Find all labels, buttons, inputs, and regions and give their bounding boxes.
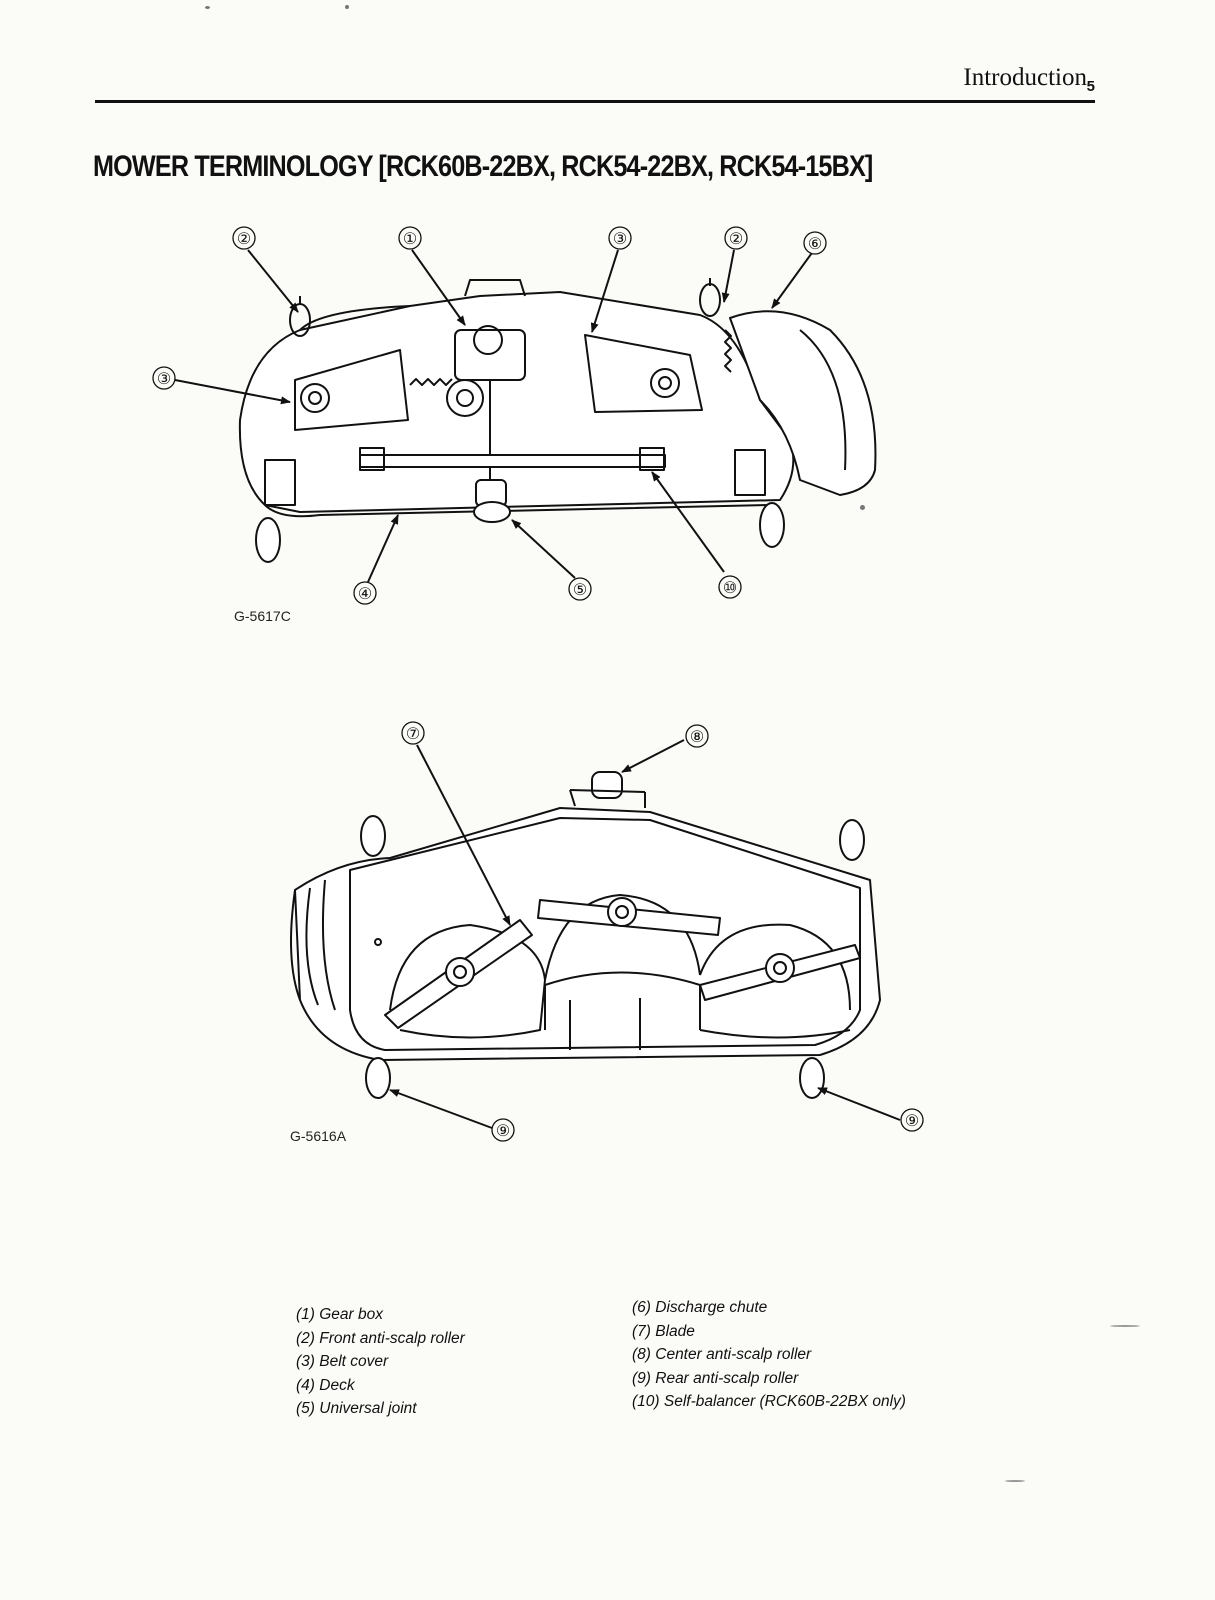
callout-8: ⑧ bbox=[690, 727, 704, 746]
callout-6: ⑥ bbox=[808, 234, 822, 253]
scan-speck bbox=[205, 6, 210, 9]
page-title: MOWER TERMINOLOGY [RCK60B-22BX, RCK54-22… bbox=[93, 150, 873, 183]
callout-3b: ③ bbox=[157, 369, 171, 388]
legend-item: (9) Rear anti-scalp roller bbox=[632, 1369, 799, 1387]
header-rule bbox=[95, 100, 1095, 103]
figure-id-bottom: G-5616A bbox=[290, 1128, 347, 1144]
legend-item: (10) Self-balancer (RCK60B-22BX only) bbox=[632, 1393, 906, 1410]
legend-item: (7) Blade bbox=[632, 1322, 695, 1340]
scan-speck bbox=[860, 505, 865, 510]
callout-7: ⑦ bbox=[406, 724, 420, 743]
legend-item: (5) Universal joint bbox=[296, 1400, 417, 1417]
legend-item: (8) Center anti-scalp roller bbox=[632, 1346, 812, 1363]
header-section-title: Introduction bbox=[963, 64, 1087, 91]
scan-speck bbox=[1110, 1325, 1140, 1327]
callout-2a: ② bbox=[237, 229, 251, 248]
mower-underside-figure: ⑦ ⑧ ⑨ ⑨ bbox=[290, 721, 924, 1142]
callout-2b: ② bbox=[729, 229, 743, 248]
legend-item: (2) Front anti-scalp roller bbox=[296, 1329, 465, 1347]
legend-item: (1) Gear box bbox=[296, 1306, 384, 1323]
callout-4: ④ bbox=[358, 584, 372, 603]
legend-right-column: (6) Discharge chute (7) Blade (8) Center… bbox=[632, 1296, 906, 1414]
callout-1: ① bbox=[403, 229, 417, 248]
legend-left-column: (1) Gear box (2) Front anti-scalp roller… bbox=[296, 1303, 465, 1421]
callout-5: ⑤ bbox=[573, 580, 587, 599]
legend-item: (4) Deck bbox=[296, 1376, 355, 1394]
scan-speck bbox=[345, 5, 349, 9]
mower-top-view-figure: ② ① ③ ② ⑥ ③ ④ ⑤ ⑩ bbox=[152, 226, 877, 605]
figure-id-top: G-5617C bbox=[234, 608, 291, 624]
callout-9a: ⑨ bbox=[496, 1121, 510, 1140]
callout-3a: ③ bbox=[613, 229, 627, 248]
scan-speck bbox=[1005, 1480, 1025, 1482]
page-number: 5 bbox=[1086, 78, 1095, 95]
legend-item: (6) Discharge chute bbox=[632, 1299, 768, 1316]
legend-item: (3) Belt cover bbox=[296, 1353, 389, 1370]
callout-9b: ⑨ bbox=[905, 1111, 919, 1130]
callout-10: ⑩ bbox=[723, 578, 737, 597]
